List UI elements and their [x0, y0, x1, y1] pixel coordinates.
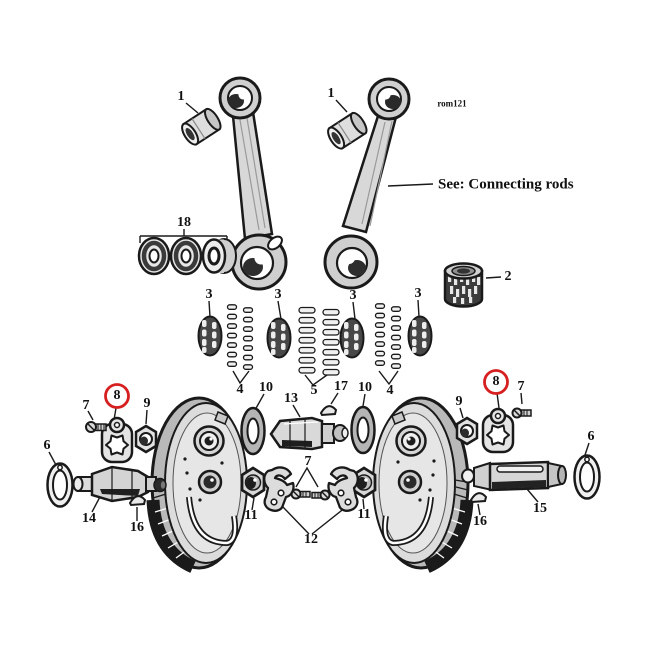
see-connecting-rods-note: See: Connecting rods [438, 176, 574, 193]
callout-1-left: 1 [177, 89, 185, 104]
lock-key-12-left [263, 466, 295, 512]
callout-9-right: 9 [455, 394, 463, 409]
hex-nut-11-left [240, 466, 266, 499]
sprocket-shaft-14 [72, 465, 167, 503]
thrust-washer-10-right [350, 405, 376, 455]
highlight-circles [104, 369, 509, 409]
leader-lines [48, 99, 590, 535]
screw-7-center-right [311, 489, 331, 501]
callout-1-right: 1 [327, 86, 335, 101]
callout-7-center: 7 [304, 454, 312, 469]
callout-3-4: 3 [414, 286, 422, 301]
bearing-retainers-3 [197, 315, 433, 359]
callout-16-right: 16 [473, 514, 487, 529]
screw-7-right [511, 407, 532, 419]
callout-10-right: 10 [358, 380, 372, 395]
flywheel-right [372, 396, 474, 573]
callout-7-left: 7 [82, 398, 90, 413]
lock-plate-8-left [100, 416, 134, 464]
callout-4-left: 4 [236, 382, 244, 397]
connecting-rod-left [218, 76, 288, 291]
flywheel-left [146, 396, 248, 573]
callout-13: 13 [284, 391, 298, 406]
callout-12: 12 [304, 532, 318, 547]
screw-7-left [85, 421, 107, 433]
callout-3-2: 3 [274, 287, 282, 302]
screw-7-center-left [290, 488, 311, 500]
callout-3-3: 3 [349, 288, 357, 303]
washer-6-left [46, 462, 74, 508]
callout-11-left: 11 [244, 508, 258, 523]
connecting-rod-right [323, 77, 411, 290]
callout-15: 15 [533, 501, 547, 516]
lock-key-12-right [327, 466, 359, 512]
callout-2: 2 [504, 269, 512, 284]
bushing-right [327, 111, 368, 150]
roller-set-5 [298, 306, 340, 376]
hex-nut-9-right [455, 416, 479, 446]
woodruff-key-16-right [469, 492, 488, 504]
washer-set-18 [137, 236, 237, 276]
woodruff-key-16-left [128, 495, 147, 507]
callout-18: 18 [177, 215, 191, 230]
highlight-ring-8-right [483, 369, 509, 395]
bushing-left [181, 107, 222, 146]
bearing-cage-2 [443, 262, 484, 308]
callout-6-right: 6 [587, 429, 595, 444]
callout-7-right: 7 [517, 379, 525, 394]
hex-nut-9-left [134, 424, 158, 454]
pinion-shaft-15 [461, 460, 567, 492]
roller-set-4-right [374, 303, 402, 369]
crank-pin-13 [269, 416, 349, 451]
callout-3-1: 3 [205, 287, 213, 302]
woodruff-key-17 [319, 405, 338, 417]
roller-sets [226, 303, 402, 376]
roller-set-4-left [226, 304, 254, 370]
callout-17: 17 [334, 379, 348, 394]
callout-8-right: 8 [492, 374, 500, 389]
callout-10-left: 10 [259, 380, 273, 395]
callout-11-right: 11 [357, 507, 371, 522]
highlight-ring-8-left [104, 383, 130, 409]
callout-6-left: 6 [43, 438, 51, 453]
callout-9-left: 9 [143, 396, 151, 411]
thrust-washer-10-left [240, 406, 266, 456]
callout-14: 14 [82, 511, 96, 526]
callout-16-left: 16 [130, 520, 144, 535]
callout-8-left: 8 [113, 388, 121, 403]
callout-4-right: 4 [386, 383, 394, 398]
diagram-code: rom121 [437, 98, 467, 109]
lock-plate-8-right [481, 407, 515, 454]
washer-6-right [573, 454, 601, 500]
callout-5: 5 [310, 383, 318, 398]
